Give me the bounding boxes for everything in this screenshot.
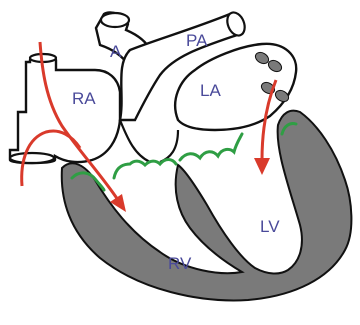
label-left-atrium: LA [200,81,221,100]
label-right-ventricle: RV [168,254,192,273]
label-left-ventricle: LV [260,217,280,236]
flow-arrowhead [254,158,270,175]
aorta-opening [101,13,129,27]
left-atrium [175,44,296,130]
label-aorta: A [110,42,122,61]
inferior-vena-cava-opening [10,153,54,163]
right-atrium [10,57,120,163]
pulmonary-valve [114,160,176,179]
label-right-atrium: RA [72,89,96,108]
aortic-valve [180,134,242,160]
label-pulmonary-artery: PA [186,31,208,50]
septum-outline [120,120,178,162]
